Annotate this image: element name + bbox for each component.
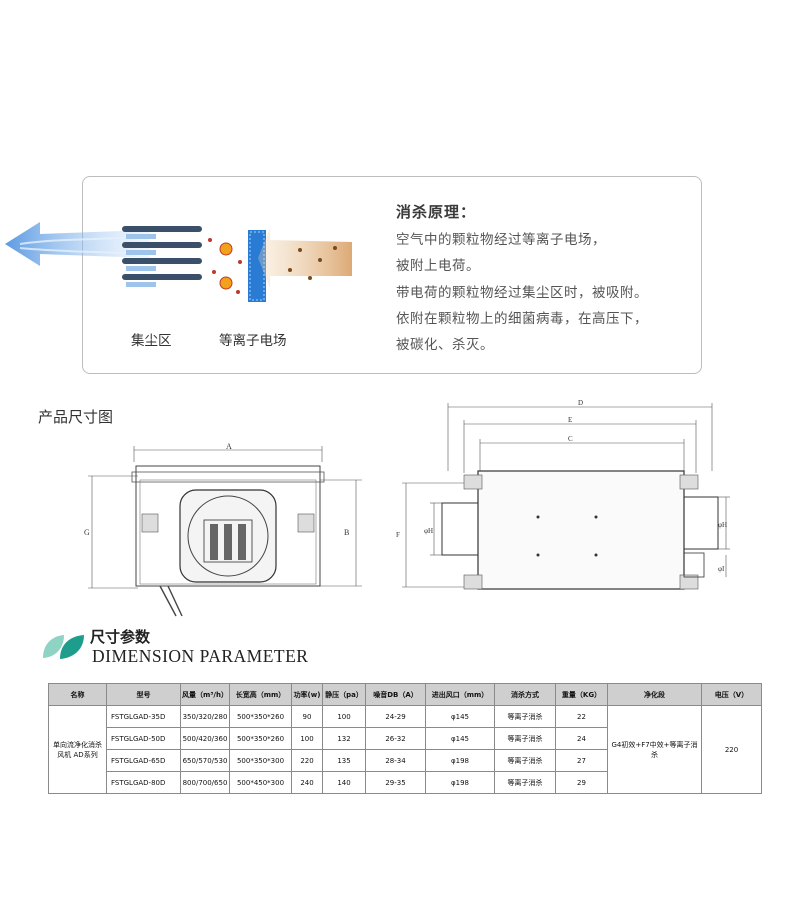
- sterilization-cell: 等离子消杀: [494, 727, 556, 750]
- noise-cell: 28-34: [365, 749, 426, 772]
- noise-cell: 26-32: [365, 727, 426, 750]
- airflow-cell: 800/700/650: [180, 771, 230, 794]
- header-cell: 功率(w): [291, 683, 323, 706]
- header-cell: 型号: [106, 683, 181, 706]
- size-cell: 500*450*300: [229, 771, 292, 794]
- header-cell: 重量（KG）: [555, 683, 608, 706]
- dim-C: C: [568, 435, 573, 443]
- side-view-drawing: D E C F φH φH φI: [396, 399, 730, 590]
- weight-cell: 22: [555, 705, 608, 728]
- size-cell: 500*350*300: [229, 749, 292, 772]
- size-cell: 500*350*260: [229, 727, 292, 750]
- header-cell: 进出风口（mm）: [425, 683, 495, 706]
- size-drawing-title: 产品尺寸图: [38, 408, 114, 426]
- duct-cell: φ145: [425, 705, 495, 728]
- parameter-table: 名称 型号 风量（m³/h） 长宽高（mm） 功率(w) 静压（pa） 噪音DB…: [48, 683, 762, 794]
- dim-F: F: [396, 531, 400, 539]
- power-cell: 220: [291, 749, 323, 772]
- model-cell: FSTGLGAD-80D: [106, 771, 181, 794]
- table-row: FSTGLGAD-80D 800/700/650 500*450*300 240…: [49, 771, 762, 794]
- duct-cell: φ198: [425, 749, 495, 772]
- sterilization-cell: 等离子消杀: [494, 705, 556, 728]
- dimension-title-cn: 尺寸参数: [90, 628, 151, 646]
- power-cell: 100: [291, 727, 323, 750]
- sterilization-cell: 等离子消杀: [494, 749, 556, 772]
- duct-cell: φ145: [425, 727, 495, 750]
- dust-collector-plates: [122, 226, 202, 287]
- dim-phi-h-left: φH: [424, 527, 433, 535]
- table-row: 单向流净化消杀 风机 AD系列 FSTGLGAD-35D 350/320/280…: [48, 705, 762, 794]
- power-cell: 240: [291, 771, 323, 794]
- weight-cell: 27: [555, 749, 608, 772]
- principle-line-1: 空气中的颗粒物经过等离子电场，: [396, 232, 606, 248]
- duct-cell: φ198: [425, 771, 495, 794]
- table-header-row: 名称 型号 风量（m³/h） 长宽高（mm） 功率(w) 静压（pa） 噪音DB…: [48, 683, 762, 706]
- principle-line-2: 被附上电荷。: [396, 258, 480, 274]
- weight-cell: 29: [555, 771, 608, 794]
- model-cell: FSTGLGAD-35D: [106, 705, 181, 728]
- size-cell: 500*350*260: [229, 705, 292, 728]
- principle-line-3: 带电荷的颗粒物经过集尘区时，被吸附。: [396, 285, 648, 301]
- dim-phi-i: φI: [718, 565, 725, 573]
- weight-cell: 24: [555, 727, 608, 750]
- leaf-logo-icon: [43, 635, 84, 659]
- pressure-cell: 140: [322, 771, 366, 794]
- header-cell: 噪音DB（A）: [365, 683, 426, 706]
- power-cell: 90: [291, 705, 323, 728]
- dim-G: G: [84, 528, 90, 537]
- header-cell: 消杀方式: [494, 683, 556, 706]
- charged-particles: [208, 238, 242, 294]
- header-cell: 电压（V）: [701, 683, 762, 706]
- noise-cell: 29-35: [365, 771, 426, 794]
- plasma-field-label: 等离子电场: [219, 333, 287, 349]
- dim-B: B: [344, 528, 349, 537]
- series-name-line-1: 单向流净化消杀: [53, 740, 102, 749]
- principle-line-5: 被碳化、杀灭。: [396, 337, 494, 353]
- header-cell: 名称: [48, 683, 107, 706]
- pressure-cell: 135: [322, 749, 366, 772]
- pressure-cell: 132: [322, 727, 366, 750]
- purification-cell: G4初效+F7中效+等离子消杀: [607, 705, 702, 794]
- header-cell: 风量（m³/h）: [180, 683, 230, 706]
- dim-phi-h-right: φH: [718, 521, 727, 529]
- model-cell: FSTGLGAD-65D: [106, 749, 181, 772]
- pressure-cell: 100: [322, 705, 366, 728]
- principle-line-4: 依附在颗粒物上的细菌病毒，在高压下，: [396, 311, 648, 327]
- voltage-cell: 220: [701, 705, 762, 794]
- dimension-title-en: DIMENSION PARAMETER: [92, 646, 309, 666]
- dim-D: D: [578, 399, 583, 407]
- dust-zone-label: 集尘区: [131, 333, 172, 349]
- series-name-line-2: 风机 AD系列: [57, 750, 98, 759]
- dirty-air-arrow: [258, 228, 352, 288]
- airflow-cell: 350/320/280: [180, 705, 230, 728]
- header-cell: 长宽高（mm）: [229, 683, 292, 706]
- dim-E: E: [568, 416, 572, 424]
- series-name-cell: 单向流净化消杀 风机 AD系列: [48, 705, 107, 794]
- dim-A: A: [226, 442, 232, 451]
- table-row: FSTGLGAD-65D 650/570/530 500*350*300 220…: [49, 749, 762, 772]
- model-cell: FSTGLGAD-50D: [106, 727, 181, 750]
- principle-illustration: [5, 222, 352, 302]
- front-view-drawing: A G B: [84, 442, 362, 617]
- principle-title: 消杀原理：: [396, 203, 477, 221]
- sterilization-cell: 等离子消杀: [494, 771, 556, 794]
- header-cell: 静压（pa）: [322, 683, 366, 706]
- airflow-cell: 500/420/360: [180, 727, 230, 750]
- header-cell: 净化段: [607, 683, 702, 706]
- noise-cell: 24-29: [365, 705, 426, 728]
- airflow-cell: 650/570/530: [180, 749, 230, 772]
